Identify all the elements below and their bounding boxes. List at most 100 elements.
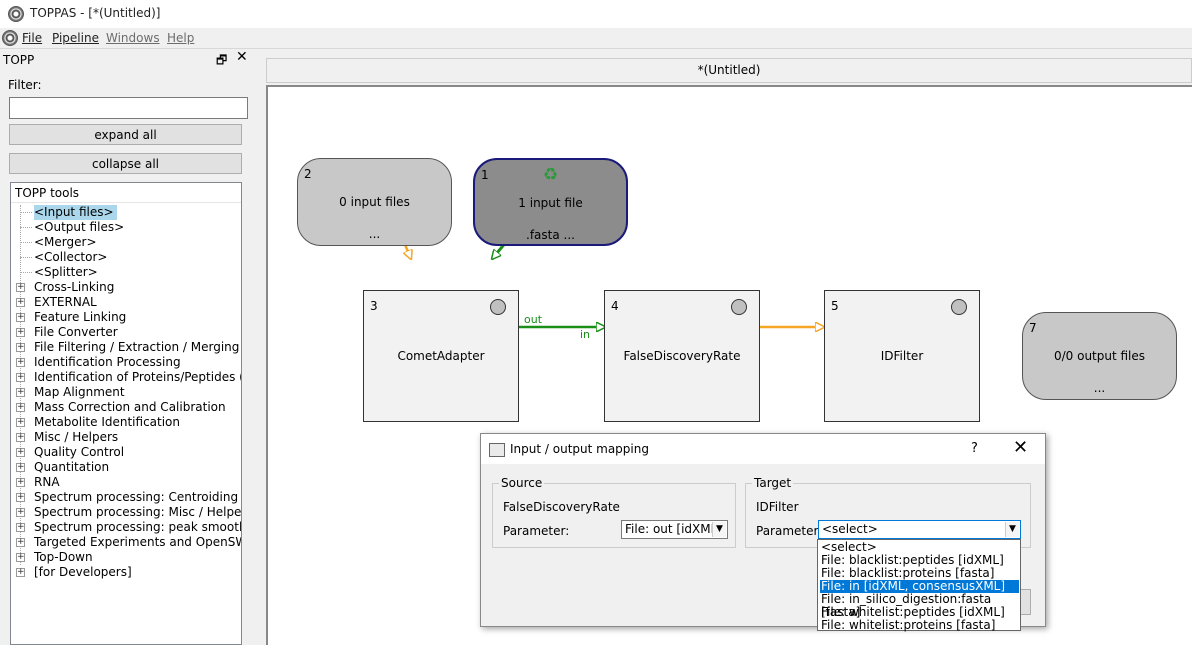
dialog-button-edge[interactable] — [1019, 589, 1031, 615]
tree-item[interactable]: +File Filtering / Extraction / Merging — [11, 340, 241, 355]
tree-item[interactable]: +Feature Linking — [11, 310, 241, 325]
menu-pipeline[interactable]: Pipeline — [52, 31, 99, 45]
expand-icon[interactable]: + — [16, 372, 25, 382]
expand-icon[interactable]: + — [16, 462, 25, 472]
expand-all-button[interactable]: expand all — [9, 124, 242, 145]
tab-untitled[interactable]: *(Untitled) — [266, 58, 1192, 83]
expand-icon[interactable]: + — [16, 312, 25, 322]
expand-icon[interactable]: + — [16, 477, 25, 487]
topp-tools-tree[interactable]: TOPP tools <Input files><Output files><M… — [10, 182, 242, 645]
tree-connector — [20, 272, 32, 273]
menu-file[interactable]: File — [22, 31, 42, 45]
expand-icon[interactable]: + — [16, 327, 25, 337]
node-input-file-1[interactable]: 1 ♻ 1 input file .fasta ... — [473, 158, 628, 246]
menu-help[interactable]: Help — [167, 31, 194, 45]
tree-item-label: EXTERNAL — [34, 295, 97, 309]
expand-icon[interactable]: + — [16, 447, 25, 457]
tree-item[interactable]: +File Converter — [11, 325, 241, 340]
tree-item[interactable]: +Top-Down — [11, 550, 241, 565]
dialog-close-button[interactable]: ✕ — [1013, 437, 1029, 458]
tree-item[interactable]: + RNA — [11, 475, 241, 490]
dropdown-option[interactable]: <select> — [821, 540, 877, 554]
help-button[interactable]: ? — [971, 441, 978, 456]
expand-icon[interactable]: + — [16, 357, 25, 367]
dialog-title-bar: Input / output mapping ? ✕ — [481, 434, 1045, 464]
node-sublabel: ... — [1093, 381, 1106, 395]
tree-item[interactable]: <Output files> — [11, 220, 241, 235]
node-label: 1 input file — [518, 196, 583, 210]
source-param-label: Parameter: — [503, 524, 570, 538]
tree-item[interactable]: +[for Developers] — [11, 565, 241, 580]
tree-item-label: RNA — [34, 475, 60, 489]
tree-item[interactable]: +Quantitation — [11, 460, 241, 475]
dropdown-option[interactable]: File: blacklist:peptides [idXML] — [821, 553, 1004, 567]
source-param-select[interactable]: File: out [idXML] ▼ — [621, 520, 728, 539]
expand-icon[interactable]: + — [16, 522, 25, 532]
tree-item[interactable]: +Targeted Experiments and OpenSWATH — [11, 535, 241, 550]
tree-item[interactable]: +Quality Control — [11, 445, 241, 460]
dropdown-option[interactable]: File: whitelist:proteins [fasta] — [821, 618, 996, 632]
node-number: 4 — [611, 299, 619, 313]
float-icon[interactable]: 🗗 — [216, 53, 228, 67]
tree-item[interactable]: + EXTERNAL — [11, 295, 241, 310]
node-label: IDFilter — [880, 349, 924, 363]
dropdown-option[interactable]: File: blacklist:proteins [fasta] — [821, 566, 995, 580]
tree-item[interactable]: <Collector> — [11, 250, 241, 265]
tree-item[interactable]: <Merger> — [11, 235, 241, 250]
topp-dock: TOPP 🗗 ✕ Filter: expand all collapse all… — [0, 49, 264, 645]
collapse-all-button[interactable]: collapse all — [9, 153, 242, 174]
tree-connector — [20, 242, 32, 243]
edge-3-4-in-label: in — [580, 328, 591, 341]
tree-item[interactable]: +Cross-Linking — [11, 280, 241, 295]
target-param-select[interactable]: <select> ▼ — [818, 520, 1021, 539]
tree-item[interactable]: <Splitter> — [11, 265, 241, 280]
tree-item[interactable]: + Spectrum processing: Misc / Helpers — [11, 505, 242, 520]
node-idfilter[interactable]: 5 IDFilter — [824, 290, 980, 422]
tree-item[interactable]: +Metabolite Identification — [11, 415, 241, 430]
tree-connector — [20, 212, 32, 213]
expand-icon[interactable]: + — [16, 282, 25, 292]
menu-windows[interactable]: Windows — [106, 31, 160, 45]
expand-icon[interactable]: + — [16, 492, 25, 502]
tree-item[interactable]: +Identification Processing — [11, 355, 241, 370]
tree-item[interactable]: +Spectrum processing: peak smoothing / — [11, 520, 241, 535]
dropdown-option[interactable]: File: in [idXML, consensusXML] — [820, 580, 1019, 593]
tree-item[interactable]: +Spectrum processing: Centroiding — [11, 490, 241, 505]
node-input-files-2[interactable]: 2 0 input files ... — [297, 158, 452, 246]
tree-item[interactable]: +Misc / Helpers — [11, 430, 241, 445]
node-output-files-7[interactable]: 7 0/0 output files ... — [1022, 312, 1177, 400]
dropdown-option[interactable]: File: in_silico_digestion:fasta [fasta] — [821, 592, 992, 619]
expand-icon[interactable]: + — [16, 417, 25, 427]
tree-item[interactable]: <Input files> — [11, 205, 241, 220]
tree-item[interactable]: +Identification of Proteins/Peptides (Se… — [11, 370, 241, 385]
expand-icon[interactable]: + — [16, 402, 25, 412]
expand-icon[interactable]: + — [16, 567, 25, 577]
expand-icon[interactable]: + — [16, 342, 25, 352]
target-param-dropdown[interactable]: <select>File: blacklist:peptides [idXML]… — [817, 539, 1021, 632]
tree-guide-line — [20, 205, 21, 565]
system-menu-icon[interactable] — [2, 30, 18, 46]
recycle-icon: ♻ — [542, 165, 559, 185]
tree-item[interactable]: +Mass Correction and Calibration — [11, 400, 241, 415]
tree-item-label: <Output files> — [34, 220, 125, 234]
node-number: 3 — [370, 299, 378, 313]
source-group: Source FalseDiscoveryRate Parameter: Fil… — [492, 476, 736, 548]
expand-icon[interactable]: + — [16, 552, 25, 562]
close-icon[interactable]: ✕ — [236, 49, 248, 65]
expand-icon[interactable]: + — [16, 507, 25, 517]
filter-input[interactable] — [9, 97, 248, 119]
expand-icon[interactable]: + — [16, 297, 25, 307]
tree-item-label: Spectrum processing: Misc / Helpers — [34, 505, 242, 519]
tree-header[interactable]: TOPP tools — [11, 183, 241, 203]
expand-icon[interactable]: + — [16, 387, 25, 397]
source-param-value: File: out [idXML] — [625, 522, 722, 536]
expand-icon[interactable]: + — [16, 432, 25, 442]
app-icon — [8, 6, 24, 22]
node-false-discovery-rate[interactable]: 4 FalseDiscoveryRate — [604, 290, 760, 422]
node-comet-adapter[interactable]: 3 CometAdapter — [363, 290, 519, 422]
menu-windows-label: Windows — [106, 31, 160, 45]
expand-icon[interactable]: + — [16, 537, 25, 547]
tree-item[interactable]: +Map Alignment — [11, 385, 241, 400]
dropdown-option[interactable]: File: whitelist:peptides [idXML] — [821, 605, 1005, 619]
menu-help-label: Help — [167, 31, 195, 45]
